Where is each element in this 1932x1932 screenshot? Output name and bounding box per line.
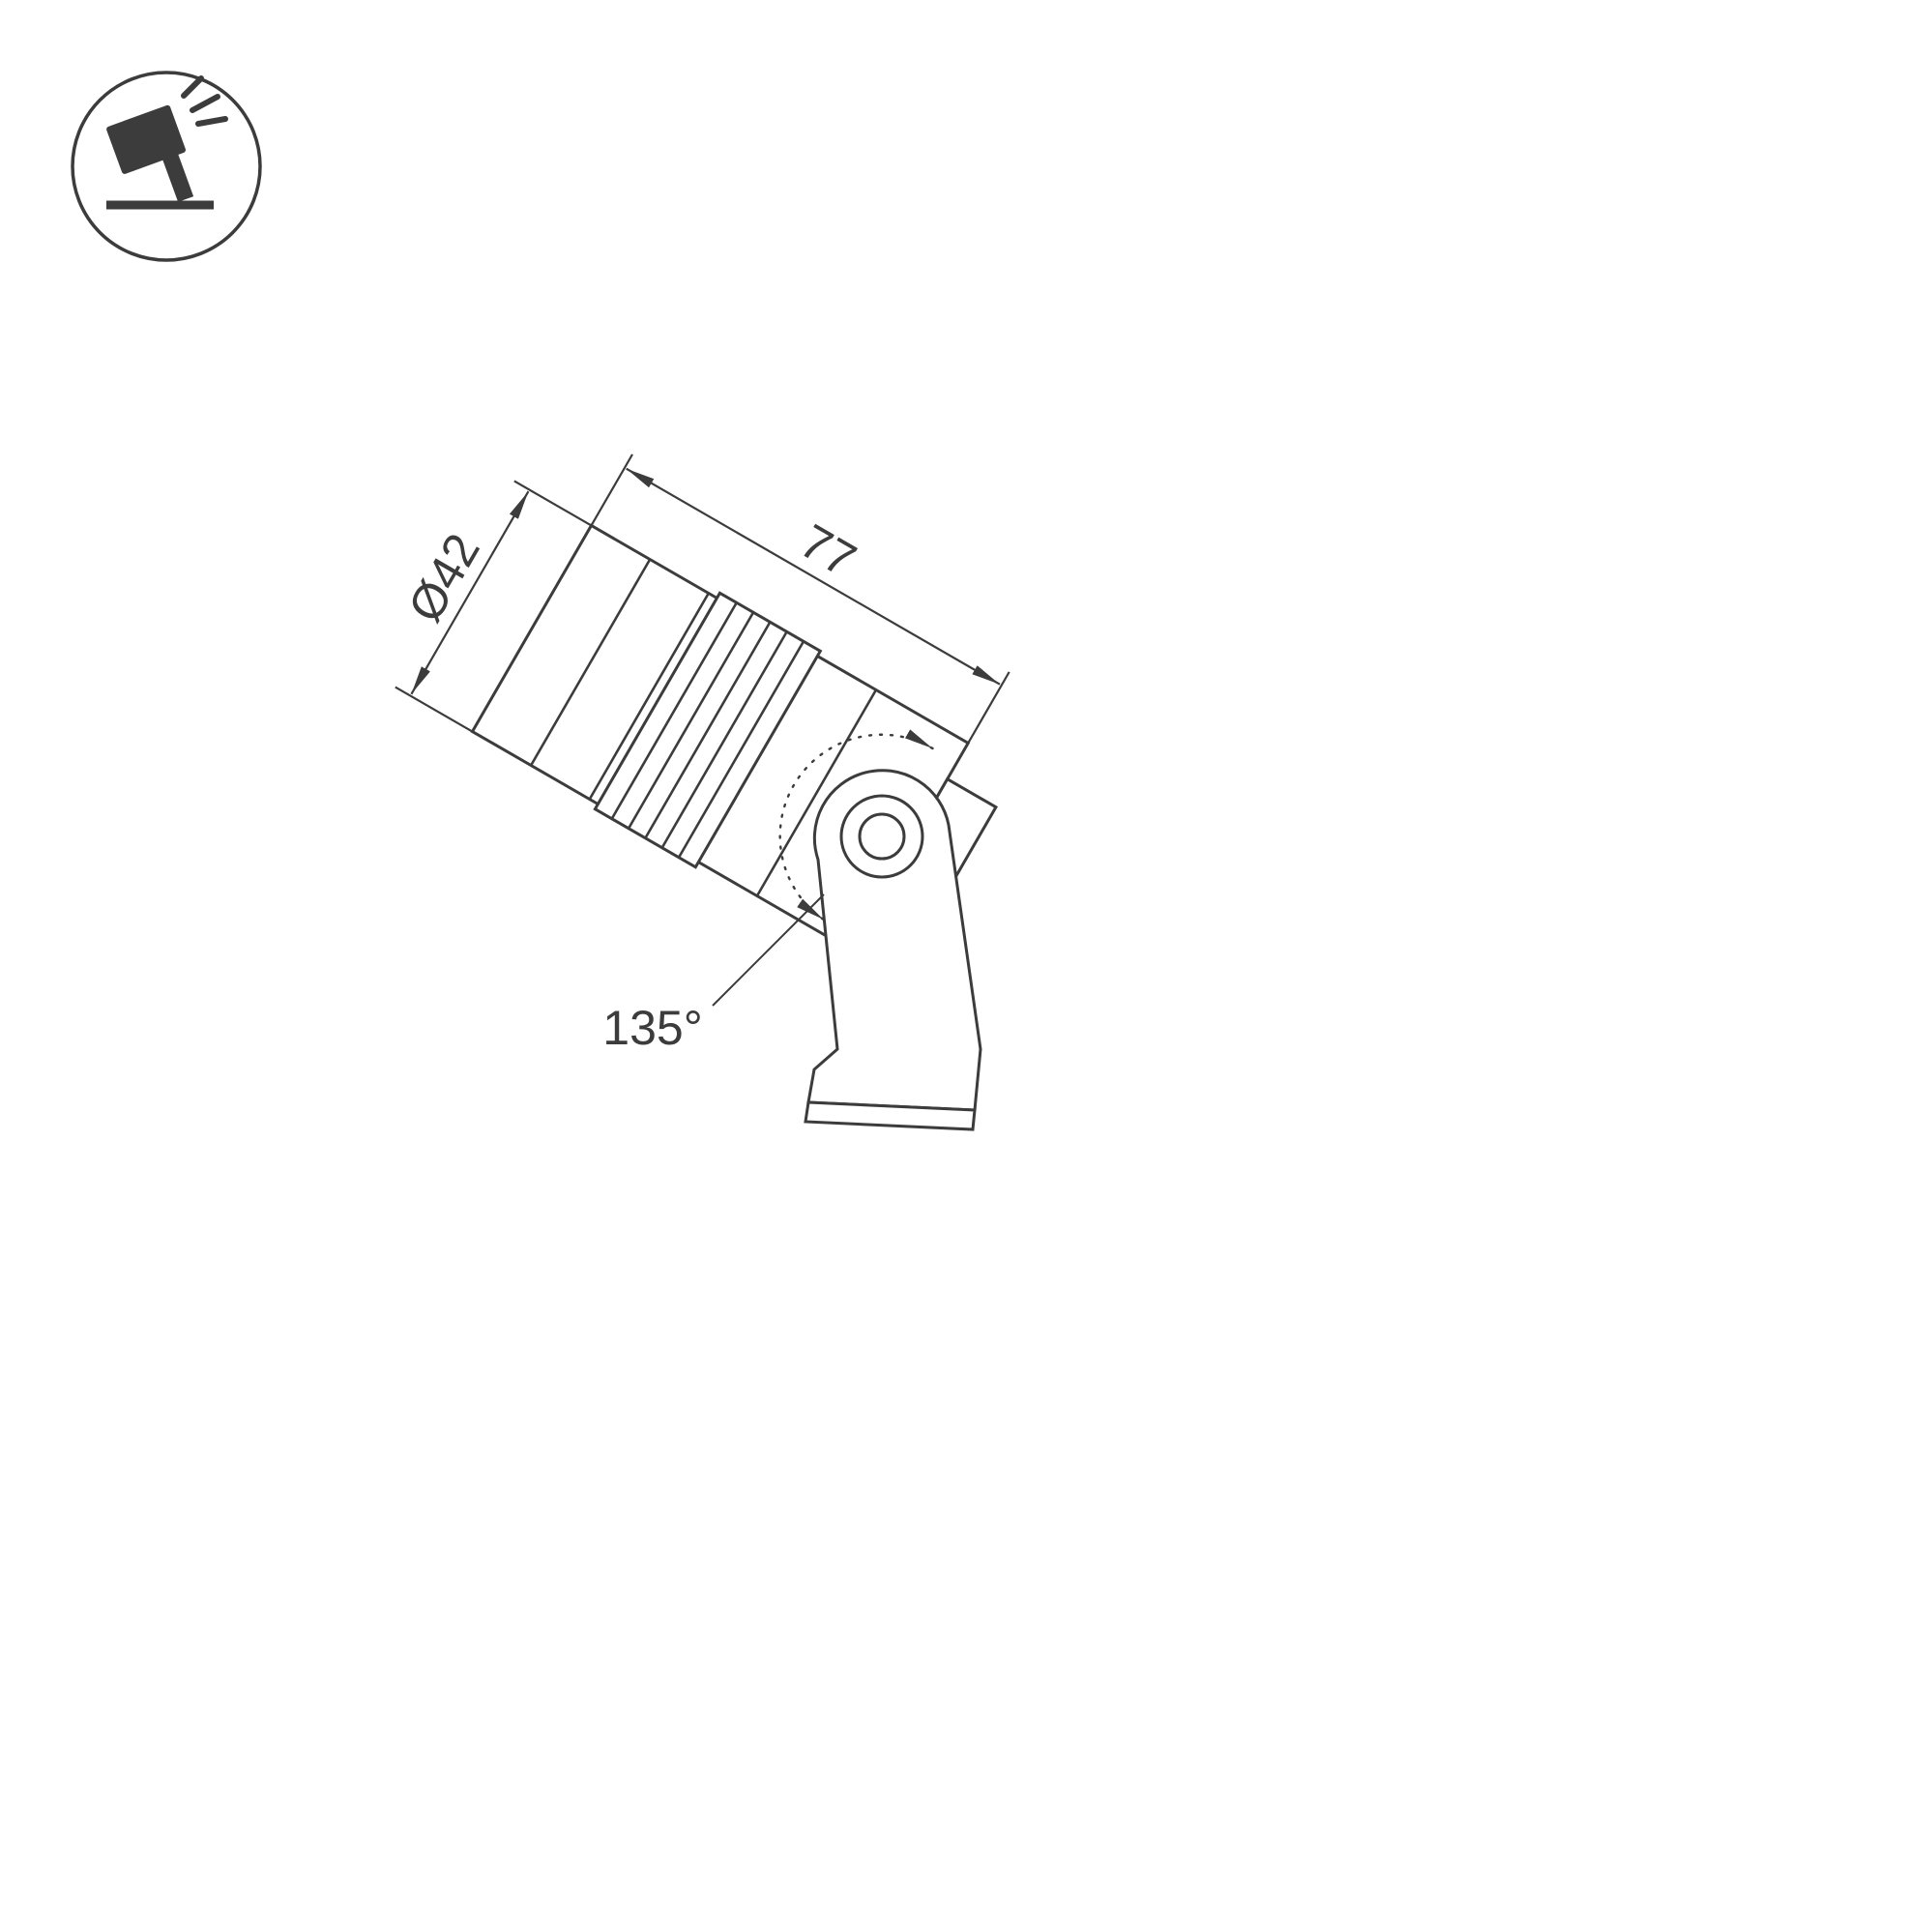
light-rays-icon [181,75,228,127]
angle-label: 135° [602,1001,702,1055]
spotlight-type-icon [71,71,262,262]
diameter-label: Ø42 [397,525,490,631]
fixture-drawing: Ø42 77 [395,454,1010,951]
angle-leader-line [712,893,825,1007]
spotlight-head-icon [106,104,194,202]
diameter-dim-line [410,490,530,695]
bracket-base-plate [804,1100,977,1131]
pivot-inner-circle [858,812,906,861]
angle-annotation: 135° [602,893,825,1055]
length-label: 77 [791,513,864,587]
length-dim-line [626,467,1001,686]
